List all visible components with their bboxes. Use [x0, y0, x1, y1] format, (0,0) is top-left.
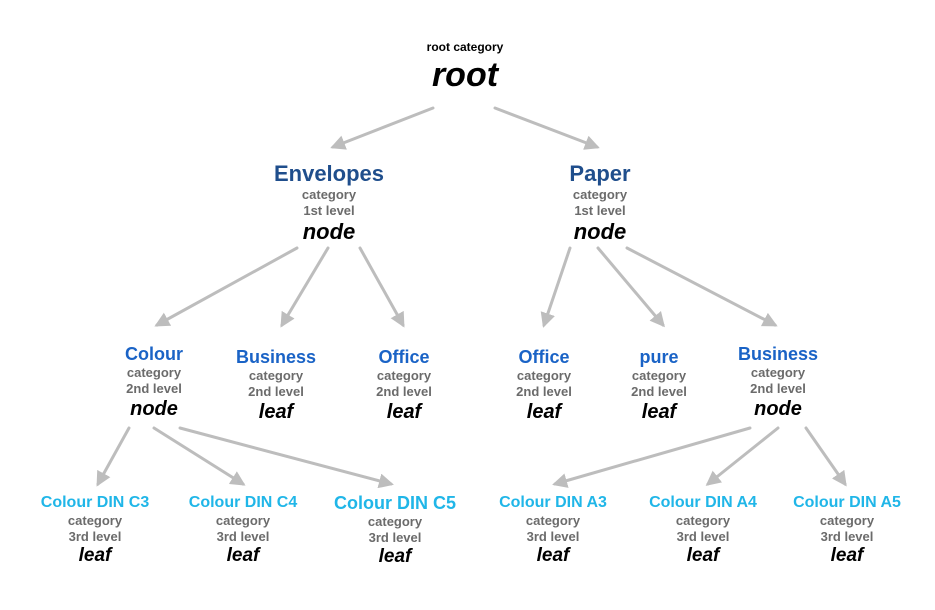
arrow-business-a3 — [552, 426, 752, 488]
node-din-a3-kind: leaf — [536, 545, 570, 566]
node-din-a4-category: category — [675, 513, 731, 528]
node-paper-business-level: 2nd level — [750, 381, 806, 396]
node-env-colour: Colour category 2nd level node — [125, 343, 183, 421]
node-paper-pure-title: pure — [639, 347, 679, 367]
node-din-a4: Colour DIN A4 category 3rd level leaf — [649, 493, 757, 567]
node-paper-pure-level: 2nd level — [631, 384, 687, 399]
node-env-business-title: Business — [235, 347, 317, 367]
node-din-a4-title: Colour DIN A4 — [649, 494, 757, 511]
arrow-colour-c3 — [96, 426, 131, 487]
node-paper: Paper category 1st level node — [569, 161, 630, 245]
node-env-business-level: 2nd level — [248, 384, 304, 399]
node-paper-business: Business category 2nd level node — [738, 343, 818, 421]
node-paper-office-level: 2nd level — [516, 384, 572, 399]
node-din-c4-level: 3rd level — [216, 529, 270, 544]
node-env-office-title: Office — [378, 347, 430, 367]
node-root: root category root — [427, 39, 504, 95]
node-din-a3-title: Colour DIN A3 — [499, 494, 607, 511]
node-paper-office-category: category — [516, 368, 572, 383]
node-envelopes: Envelopes category 1st level node — [274, 161, 384, 245]
node-din-c3-kind: leaf — [78, 545, 112, 566]
node-din-a5-level: 3rd level — [820, 529, 874, 544]
node-din-c5-kind: leaf — [378, 546, 412, 567]
node-paper-kind: node — [573, 219, 627, 244]
node-din-c3: Colour DIN C3 category 3rd level leaf — [41, 493, 149, 567]
node-paper-pure-kind: leaf — [641, 401, 677, 423]
node-din-a3: Colour DIN A3 category 3rd level leaf — [499, 493, 607, 567]
node-env-colour-title: Colour — [125, 344, 183, 364]
node-din-a4-kind: leaf — [686, 545, 720, 566]
node-din-a3-level: 3rd level — [526, 529, 580, 544]
node-paper-business-kind: node — [754, 398, 802, 420]
node-paper-category: category — [572, 187, 628, 202]
arrow-paper-business — [625, 246, 778, 327]
node-din-c3-title: Colour DIN C3 — [40, 494, 150, 511]
node-din-a5-title: Colour DIN A5 — [793, 494, 901, 511]
node-din-a5: Colour DIN A5 category 3rd level leaf — [793, 493, 901, 567]
node-paper-office-kind: leaf — [526, 401, 562, 423]
arrow-envelopes-colour — [154, 246, 299, 327]
node-paper-level: 1st level — [574, 203, 626, 218]
node-din-a3-category: category — [525, 513, 581, 528]
node-paper-title: Paper — [569, 161, 631, 186]
node-env-office: Office category 2nd level leaf — [376, 346, 432, 424]
arrow-paper-office — [540, 246, 572, 328]
arrow-colour-c4 — [152, 426, 246, 486]
node-paper-pure: pure category 2nd level leaf — [631, 346, 687, 424]
arrow-colour-c5 — [178, 426, 394, 489]
node-paper-office-title: Office — [518, 347, 570, 367]
node-env-office-kind: leaf — [386, 401, 422, 423]
node-din-a5-category: category — [819, 513, 875, 528]
node-paper-pure-category: category — [631, 368, 687, 383]
node-root-kind: root — [431, 56, 499, 94]
node-din-c4-kind: leaf — [226, 545, 260, 566]
node-envelopes-category: category — [301, 187, 357, 202]
arrow-envelopes-business — [280, 246, 330, 328]
node-din-c5-title: Colour DIN C5 — [333, 493, 457, 513]
node-paper-office: Office category 2nd level leaf — [516, 346, 572, 424]
node-env-office-level: 2nd level — [376, 384, 432, 399]
arrow-root-paper — [493, 106, 600, 150]
arrow-business-a5 — [804, 426, 847, 487]
node-env-business-kind: leaf — [258, 401, 294, 423]
node-root-title: root category — [426, 40, 504, 54]
node-din-c5-level: 3rd level — [368, 530, 422, 545]
node-env-business-category: category — [248, 368, 304, 383]
node-din-c4-category: category — [215, 513, 271, 528]
node-din-c5-category: category — [367, 514, 423, 529]
arrow-business-a4 — [705, 426, 780, 486]
node-env-business: Business category 2nd level leaf — [236, 346, 316, 424]
node-envelopes-level: 1st level — [303, 203, 355, 218]
arrow-envelopes-office — [358, 246, 405, 328]
arrow-root-envelopes — [330, 106, 435, 150]
arrow-paper-pure — [596, 246, 665, 328]
node-env-colour-level: 2nd level — [126, 381, 182, 396]
node-din-c5: Colour DIN C5 category 3rd level leaf — [334, 492, 456, 568]
node-din-c4-title: Colour DIN C4 — [188, 494, 298, 511]
node-din-a4-level: 3rd level — [676, 529, 730, 544]
node-envelopes-kind: node — [302, 219, 356, 244]
node-din-a5-kind: leaf — [830, 545, 864, 566]
node-paper-business-title: Business — [737, 344, 819, 364]
node-din-c3-level: 3rd level — [68, 529, 122, 544]
node-env-colour-kind: node — [130, 398, 178, 420]
node-din-c3-category: category — [67, 513, 123, 528]
node-envelopes-title: Envelopes — [273, 161, 385, 186]
node-paper-business-category: category — [750, 365, 806, 380]
node-env-colour-category: category — [126, 365, 182, 380]
node-din-c4: Colour DIN C4 category 3rd level leaf — [189, 493, 297, 567]
node-env-office-category: category — [376, 368, 432, 383]
